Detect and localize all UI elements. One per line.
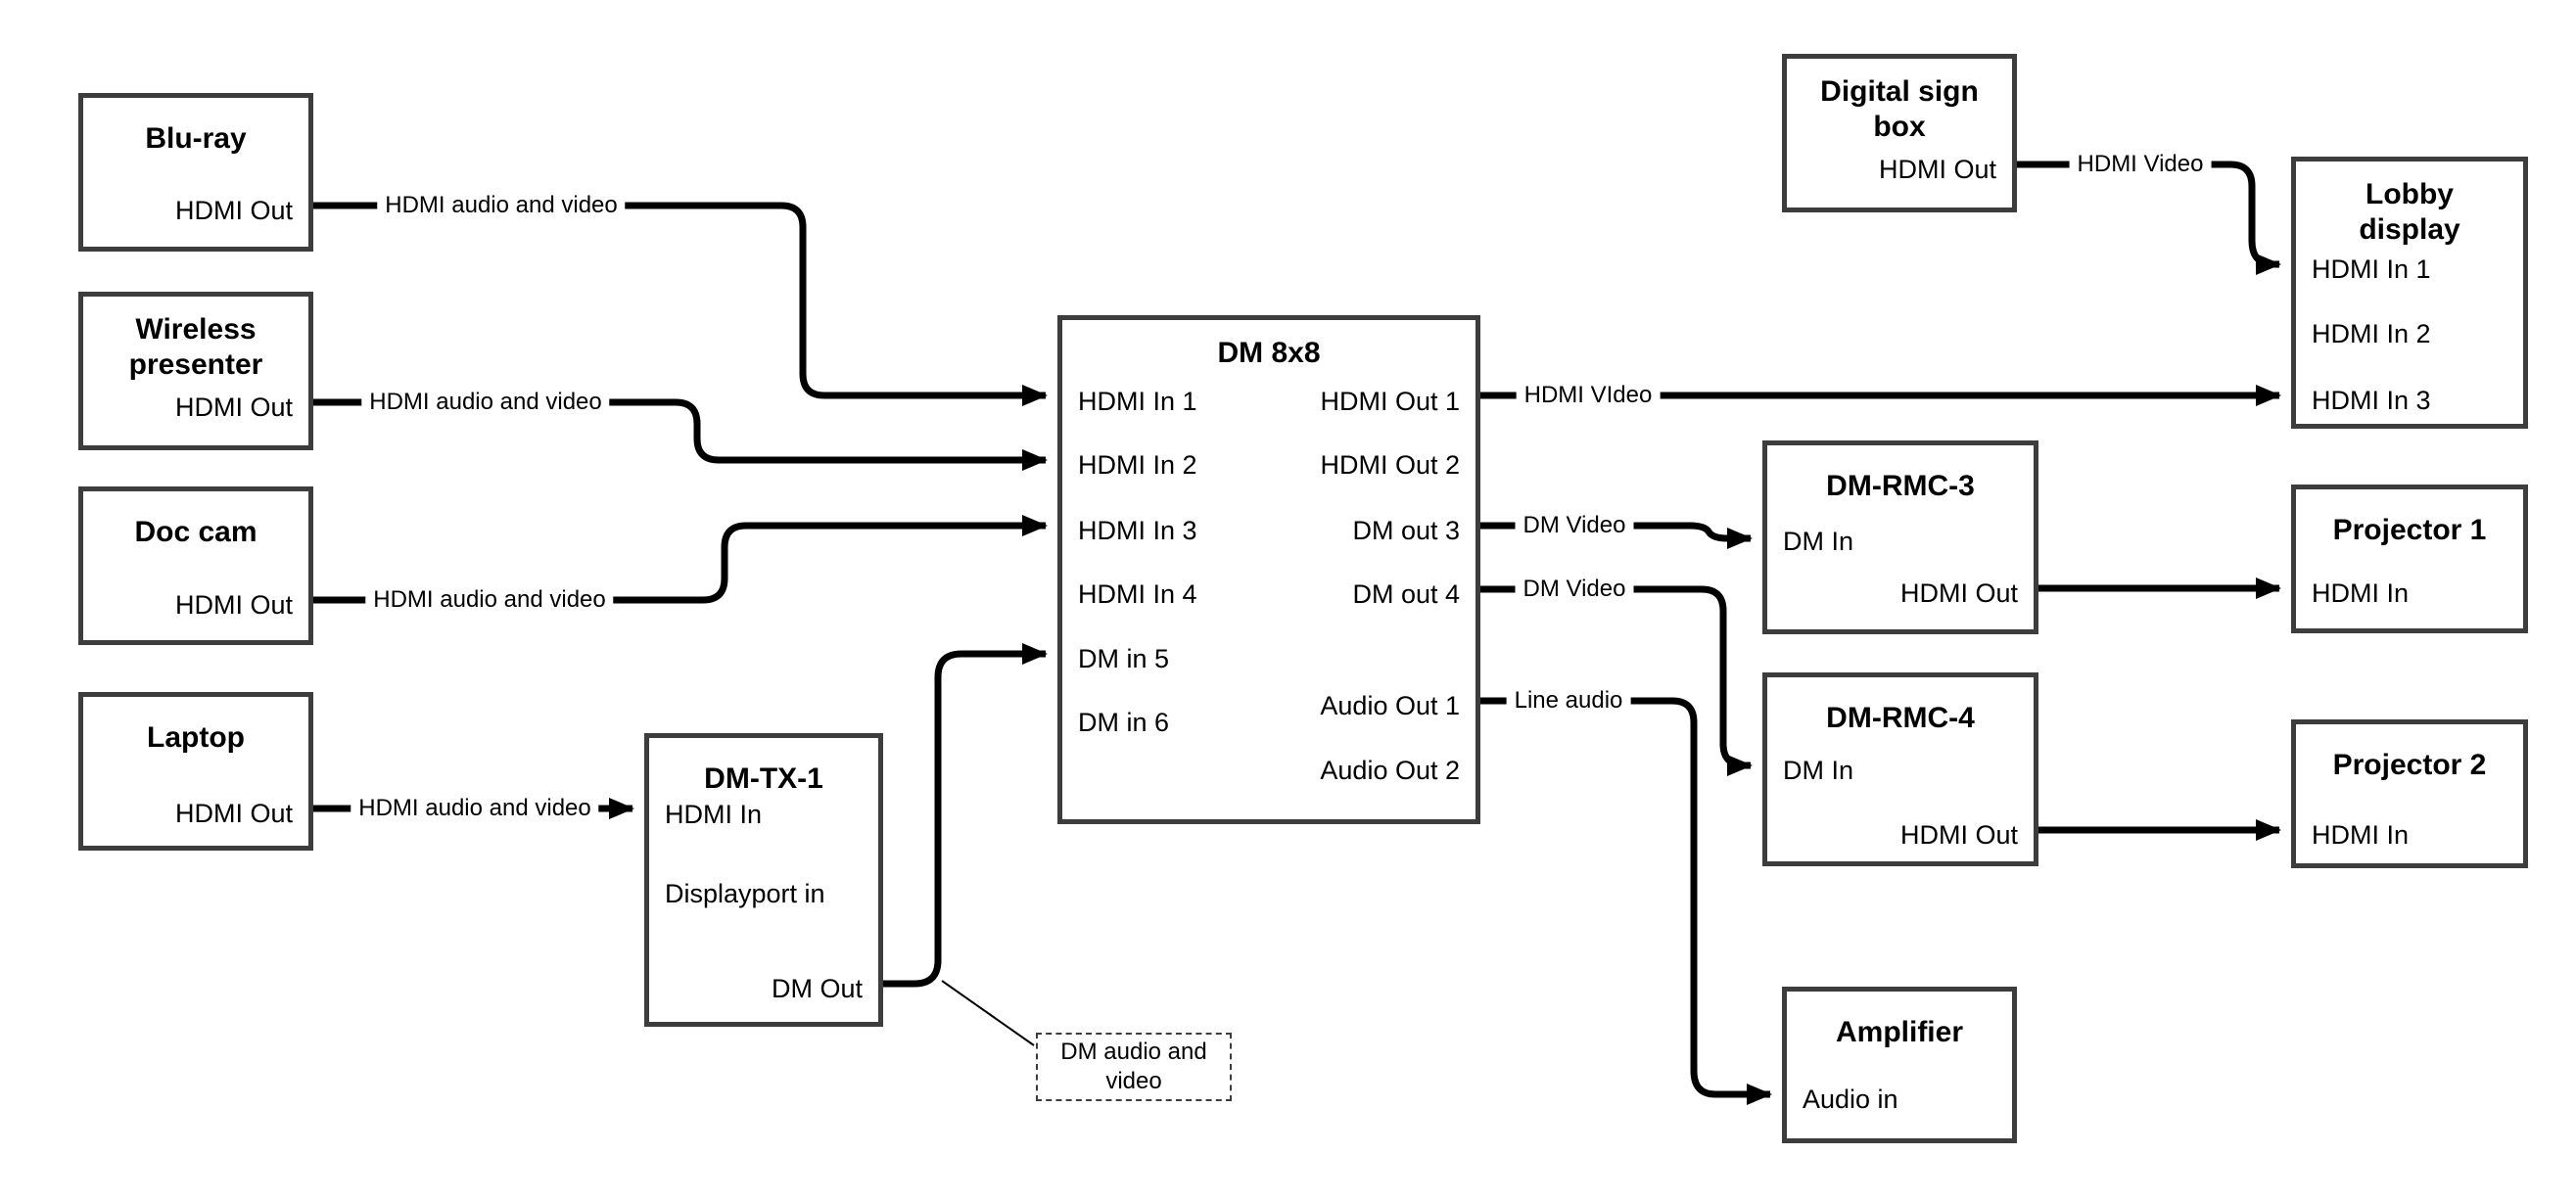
connection-label: HDMI audio and video [361,387,610,418]
port-hdmi-in-1: HDMI In 1 [2312,254,2431,284]
port-hdmi-in-4: HDMI In 4 [1078,579,1197,609]
connection-label: HDMI Video [2069,149,2212,180]
node-title: Projector 2 [2332,749,2487,781]
port-dm-in-5: DM in 5 [1078,644,1170,673]
node-title: Projector 1 [2332,514,2487,546]
connection-label: HDMI audio and video [377,190,626,221]
node-title: Digital sign box [1820,75,1979,143]
port-audio-out-2: Audio Out 2 [1320,756,1460,785]
connector-dm8x8-out3-to-dmrmc3 [1480,522,1753,549]
node-laptop: Laptop HDMI Out [78,692,313,851]
node-wireless-presenter: Wireless presenter HDMI Out [78,292,313,450]
port-hdmi-in-3: HDMI In 3 [1078,516,1197,545]
port-hdmi-out: HDMI Out [174,590,293,620]
node-amplifier: Amplifier Audio in [1782,987,2017,1143]
port-hdmi-in-2: HDMI In 2 [1078,450,1197,480]
port-dm-in-6: DM in 6 [1078,708,1170,737]
connection-label: DM Video [1515,574,1634,605]
connector-dmtx1-to-dm8x8-in5 [883,643,1048,988]
node-dm-8x8: DM 8x8 HDMI In 1 HDMI In 2 HDMI In 3 HDM… [1057,315,1480,824]
port-hdmi-in-1: HDMI In 1 [1078,387,1197,416]
node-title: DM-TX-1 [704,762,823,795]
node-title: DM 8x8 [1217,337,1321,369]
node-title: Wireless presenter [128,313,263,381]
connector-digitalsign-to-lobby-in1 [2017,161,2281,275]
port-audio-out-1: Audio Out 1 [1320,691,1460,720]
port-hdmi-in-3: HDMI In 3 [2312,386,2431,415]
node-title: Lobby display [2359,178,2460,246]
node-title: Amplifier [1835,1016,1964,1048]
port-hdmi-out: HDMI Out [174,799,293,828]
port-hdmi-out-1: HDMI Out 1 [1320,387,1460,416]
note-leader-line [941,980,1035,1046]
node-lobby-display: Lobby display HDMI In 1 HDMI In 2 HDMI I… [2291,157,2528,429]
port-hdmi-out: HDMI Out [1878,155,1996,184]
connector-dm8x8-audio1-to-amplifier [1480,697,1772,1105]
port-dm-out-3: DM out 3 [1352,516,1460,545]
port-hdmi-in: HDMI In [2312,820,2410,850]
note-text: DM audio and video [1060,1039,1207,1094]
node-title: Laptop [147,721,245,754]
port-dm-in: DM In [1783,756,1854,785]
port-audio-in: Audio in [1803,1085,1898,1114]
port-hdmi-out: HDMI Out [174,393,293,422]
connection-label: DM Video [1515,510,1634,541]
node-title: Doc cam [134,516,258,548]
note-dm-audio-and-video: DM audio and video [1036,1033,1232,1101]
connector-dm8x8-out4-to-dmrmc4 [1480,585,1753,776]
connector-doccam-to-dm8x8-in3 [313,515,1048,604]
port-hdmi-in: HDMI In [665,800,763,829]
node-blu-ray: Blu-ray HDMI Out [78,93,313,252]
connector-wireless-to-dm8x8-in2 [313,398,1048,471]
connection-label: HDMI audio and video [365,584,614,616]
node-dm-rmc-3: DM-RMC-3 DM In HDMI Out [1762,440,2038,634]
port-dm-out: DM Out [771,974,863,1003]
node-title: DM-RMC-4 [1826,702,1975,734]
connector-bluray-to-dm8x8-in1 [313,202,1048,406]
port-hdmi-out: HDMI Out [1899,820,2018,850]
port-hdmi-in: HDMI In [2312,578,2410,608]
node-title: DM-RMC-3 [1826,470,1975,502]
connection-label: Line audio [1506,685,1631,716]
port-displayport-in: Displayport in [665,879,825,908]
port-hdmi-out: HDMI Out [174,196,293,225]
port-dm-out-4: DM out 4 [1352,579,1460,609]
port-hdmi-out-2: HDMI Out 2 [1320,450,1460,480]
node-doc-cam: Doc cam HDMI Out [78,486,313,645]
port-hdmi-in-2: HDMI In 2 [2312,319,2431,348]
connection-label: HDMI VIdeo [1516,380,1661,411]
connection-label: HDMI audio and video [351,793,599,824]
node-digital-sign-box: Digital sign box HDMI Out [1782,54,2017,212]
node-projector-2: Projector 2 HDMI In [2291,719,2528,868]
port-dm-in: DM In [1783,527,1854,556]
node-projector-1: Projector 1 HDMI In [2291,485,2528,633]
node-dm-rmc-4: DM-RMC-4 DM In HDMI Out [1762,672,2038,866]
port-hdmi-out: HDMI Out [1899,578,2018,608]
node-dm-tx-1: DM-TX-1 HDMI In Displayport in DM Out [644,733,883,1027]
node-title: Blu-ray [145,122,247,155]
